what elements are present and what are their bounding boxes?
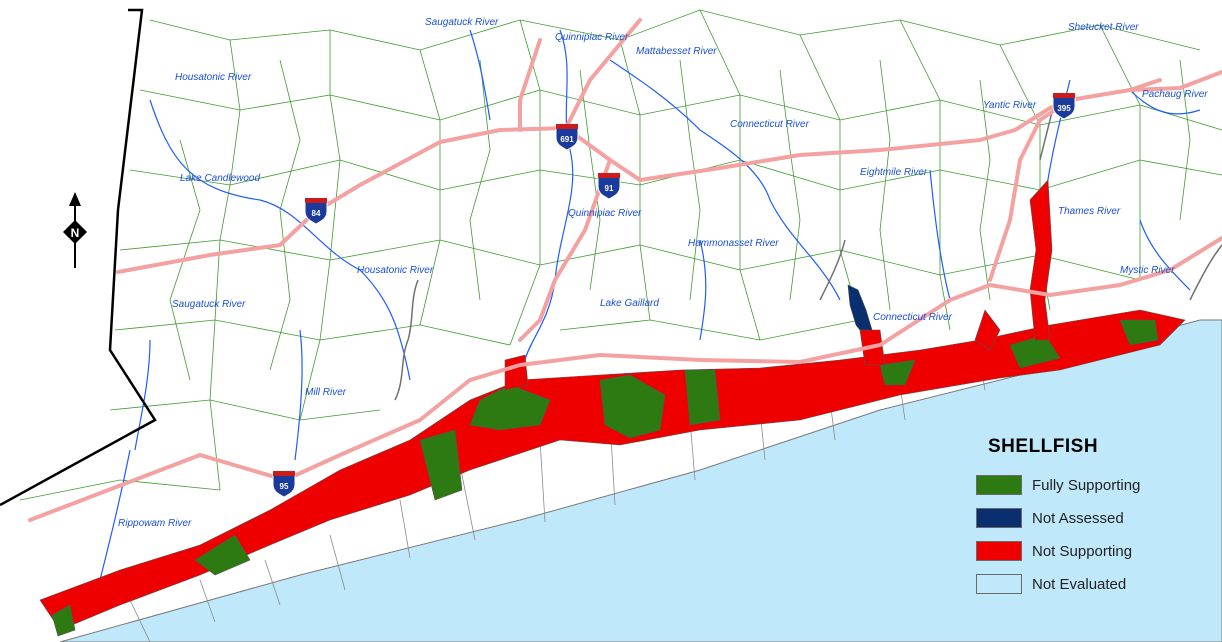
legend-label: Fully Supporting xyxy=(1032,476,1141,494)
interstate-95-shield: 95 xyxy=(272,471,296,498)
river-label: Pachaug River xyxy=(1142,89,1208,100)
river-label: Rippowam River xyxy=(118,518,192,529)
river-label: Thames River xyxy=(1058,206,1121,217)
legend-label: Not Supporting xyxy=(1032,542,1133,560)
river-label: Mill River xyxy=(305,387,347,398)
svg-text:84: 84 xyxy=(312,209,321,218)
legend-item-fully-supporting: Fully Supporting xyxy=(968,474,1168,496)
state-border xyxy=(0,8,157,507)
river-label: Saugatuck River xyxy=(425,17,499,28)
river-label: Shetucket River xyxy=(1068,22,1139,33)
river-label: Connecticut River xyxy=(873,312,953,323)
legend-swatch xyxy=(976,508,1022,528)
legend-item-not-evaluated: Not Evaluated xyxy=(968,573,1168,595)
legend-title: SHELLFISH xyxy=(988,436,1099,457)
river-label: Eightmile River xyxy=(860,167,928,178)
legend-swatch xyxy=(976,475,1022,495)
svg-text:395: 395 xyxy=(1057,104,1071,113)
river-label: Quinnipiac River xyxy=(568,208,642,219)
legend-swatch xyxy=(976,574,1022,594)
north-letter: N xyxy=(71,226,80,240)
town-boundaries xyxy=(19,9,1222,501)
river-label: Housatonic River xyxy=(357,265,434,276)
interstate-84-shield: 84 xyxy=(304,198,328,225)
river-label: Mattabesset River xyxy=(636,46,717,57)
river-labels: Saugatuck River Quinnipiac River Mattabe… xyxy=(118,17,1208,529)
interstate-395-shield: 395 xyxy=(1052,93,1076,120)
river-label: Saugatuck River xyxy=(172,299,246,310)
north-arrow: N xyxy=(63,192,87,268)
legend-swatch xyxy=(976,541,1022,561)
river-label: Quinnipiac River xyxy=(555,32,629,43)
legend-item-not-assessed: Not Assessed xyxy=(968,507,1168,529)
river-label: Hammonasset River xyxy=(688,238,779,249)
river-label: Connecticut River xyxy=(730,119,810,130)
river-label: Lake Candlewood xyxy=(180,173,260,184)
shellfish-zones xyxy=(39,179,1186,637)
interstate-91-shield: 91 xyxy=(597,173,621,200)
river-label: Mystic River xyxy=(1120,265,1175,276)
river-label: Lake Gaillard xyxy=(600,298,659,309)
legend-label: Not Evaluated xyxy=(1032,575,1127,593)
river-label: Yantic River xyxy=(983,100,1037,111)
interstate-691-shield: 691 xyxy=(555,124,579,151)
legend-item-not-supporting: Not Supporting xyxy=(968,540,1168,562)
svg-text:691: 691 xyxy=(560,135,574,144)
svg-text:95: 95 xyxy=(280,482,289,491)
legend: SHELLFISH Fully Supporting Not Assessed … xyxy=(968,436,1168,606)
svg-text:91: 91 xyxy=(605,184,614,193)
river-label: Housatonic River xyxy=(175,72,252,83)
legend-label: Not Assessed xyxy=(1032,509,1124,527)
